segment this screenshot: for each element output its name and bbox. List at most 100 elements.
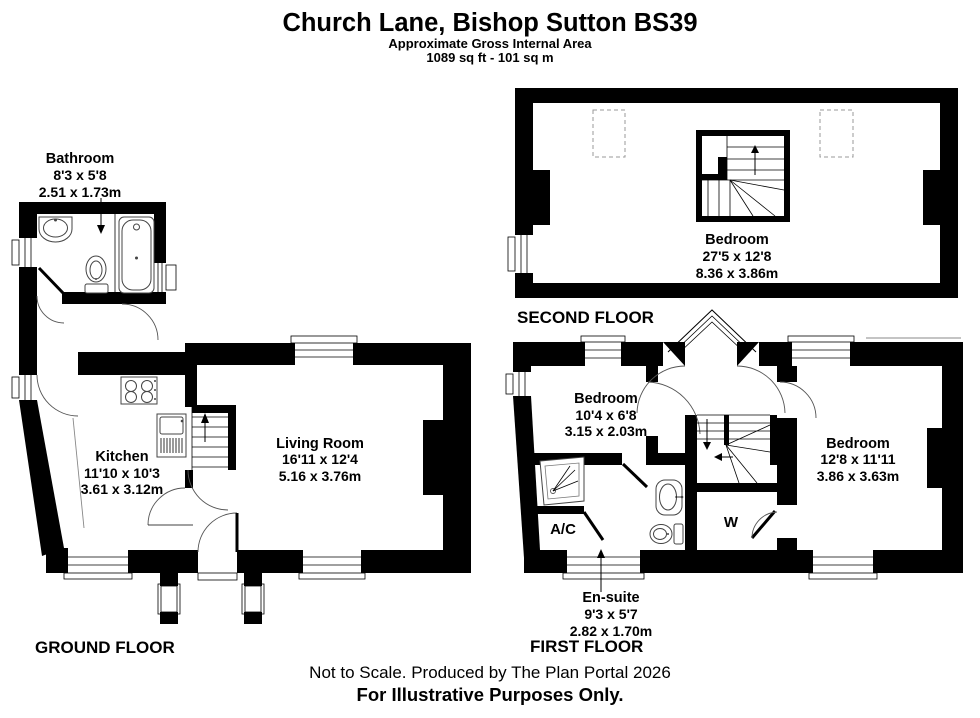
direction-arrow-icon [703, 442, 711, 450]
living-room-dim-imperial: 16'11 x 12'4 [282, 451, 358, 467]
ensuite-door-leaf [621, 462, 649, 489]
second-floor-plan: Bedroom 27'5 x 12'8 8.36 x 3.86m SECOND … [507, 88, 958, 327]
wardrobe-door-leaf [750, 510, 777, 539]
window [808, 550, 878, 580]
bathroom-label: Bathroom [46, 151, 114, 167]
ground-floor-label: GROUND FLOOR [35, 638, 175, 657]
bedroom-large-label: Bedroom [826, 436, 890, 452]
direction-arrow-icon [97, 225, 105, 234]
second-bedroom-dim-imperial: 27'5 x 12'8 [703, 248, 772, 264]
door-arc [187, 469, 229, 511]
bathroom-dim-imperial: 8'3 x 5'8 [53, 167, 107, 183]
door-arc [36, 374, 79, 417]
door-arc [121, 303, 159, 341]
roof-windows [592, 109, 854, 158]
window [63, 550, 133, 580]
first-floor-plan: Bedroom 10'4 x 6'8 3.15 x 2.03m Bedroom … [505, 309, 963, 656]
bedroom-small-dim-imperial: 10'4 x 6'8 [575, 407, 636, 423]
bathroom-label-arrow [97, 198, 105, 234]
wardrobe-label: W [724, 514, 739, 531]
wardrobe-door-arc [751, 511, 778, 539]
ensuite-dim-metric: 2.82 x 1.70m [570, 623, 653, 639]
direction-arrow-icon [751, 145, 759, 153]
page-area: 1089 sq ft - 101 sq m [426, 50, 553, 65]
door-arc [36, 295, 65, 324]
window [11, 375, 37, 400]
porch-posts [157, 583, 265, 624]
page-title: Church Lane, Bishop Sutton BS39 [282, 9, 697, 37]
bathroom-door-leaf [37, 266, 66, 296]
window [507, 235, 533, 273]
second-bedroom-label: Bedroom [705, 232, 769, 248]
ground-walls [19, 202, 471, 624]
first-walls [513, 342, 963, 573]
direction-arrow-icon [201, 413, 209, 423]
door-arc [147, 487, 186, 526]
ensuite-basin-icon [655, 479, 684, 516]
ensuite-toilet-icon [649, 523, 684, 545]
chimney-breast [927, 428, 942, 488]
window [787, 335, 855, 366]
door-step [197, 572, 238, 581]
chimney-breast [923, 170, 940, 225]
bay-roof [667, 309, 757, 353]
ensuite-label: En-suite [582, 590, 639, 606]
window [505, 372, 531, 396]
second-bedroom-dim-metric: 8.36 x 3.86m [696, 265, 779, 281]
living-room-dim-metric: 5.16 x 3.76m [279, 468, 362, 484]
ground-doors [36, 266, 239, 581]
roof-window [819, 109, 854, 158]
window [580, 335, 626, 366]
second-labels: Bedroom 27'5 x 12'8 8.36 x 3.86m SECOND … [517, 232, 778, 327]
hob-icon [120, 376, 158, 405]
ceiling-slope-line [72, 417, 85, 529]
direction-arrow-icon [714, 453, 722, 461]
first-floor-label: FIRST FLOOR [530, 637, 643, 656]
window [298, 550, 366, 580]
airing-cupboard-door-leaf [582, 511, 605, 541]
front-door-arc [197, 512, 238, 553]
bedroom-small-dim-metric: 3.15 x 2.03m [565, 423, 648, 439]
bedroom-large-dim-imperial: 12'8 x 11'11 [820, 451, 895, 467]
ground-windows [11, 238, 366, 580]
direction-arrow-icon [597, 549, 605, 558]
footer-illustrative: For Illustrative Purposes Only. [357, 684, 624, 705]
sink-unit-icon [156, 413, 187, 458]
ground-labels: Bathroom 8'3 x 5'8 2.51 x 1.73m Kitchen … [35, 151, 364, 657]
footer: Not to Scale. Produced by The Plan Porta… [309, 663, 671, 705]
window [154, 263, 177, 292]
footer-disclaimer: Not to Scale. Produced by The Plan Porta… [309, 663, 671, 682]
first-doors [582, 365, 817, 541]
bedroom-small-label: Bedroom [574, 391, 638, 407]
window [290, 335, 358, 365]
ground-floor-plan: Bathroom 8'3 x 5'8 2.51 x 1.73m Kitchen … [11, 151, 471, 657]
door-arc [779, 381, 817, 419]
window [562, 550, 645, 580]
ensuite-label-arrow [597, 549, 605, 592]
door-arc [647, 381, 701, 435]
bedroom-large-dim-metric: 3.86 x 3.63m [817, 468, 900, 484]
kitchen-dim-imperial: 11'10 x 10'3 [84, 465, 160, 481]
airing-cupboard-label: A/C [550, 521, 576, 538]
ensuite-dim-imperial: 9'3 x 5'7 [584, 606, 638, 622]
bathroom-dim-metric: 2.51 x 1.73m [39, 184, 122, 200]
toilet-icon [84, 255, 109, 294]
second-staircase-icon [696, 130, 790, 222]
first-staircase-icon [697, 414, 771, 484]
kitchen-label: Kitchen [95, 449, 148, 465]
first-labels: Bedroom 10'4 x 6'8 3.15 x 2.03m Bedroom … [530, 391, 899, 656]
ground-staircase-icon [191, 405, 228, 470]
window [11, 238, 37, 267]
roof-window [592, 109, 626, 158]
chimney-breast [533, 170, 550, 225]
landing-door-arc [736, 365, 786, 414]
living-room-label: Living Room [276, 436, 364, 452]
header: Church Lane, Bishop Sutton BS39 Approxim… [282, 9, 697, 65]
first-windows [505, 335, 878, 580]
basin-icon [38, 216, 73, 243]
landing-door-arc [636, 365, 686, 414]
kitchen-dim-metric: 3.61 x 3.12m [81, 481, 164, 497]
page-subtitle: Approximate Gross Internal Area [388, 36, 592, 51]
